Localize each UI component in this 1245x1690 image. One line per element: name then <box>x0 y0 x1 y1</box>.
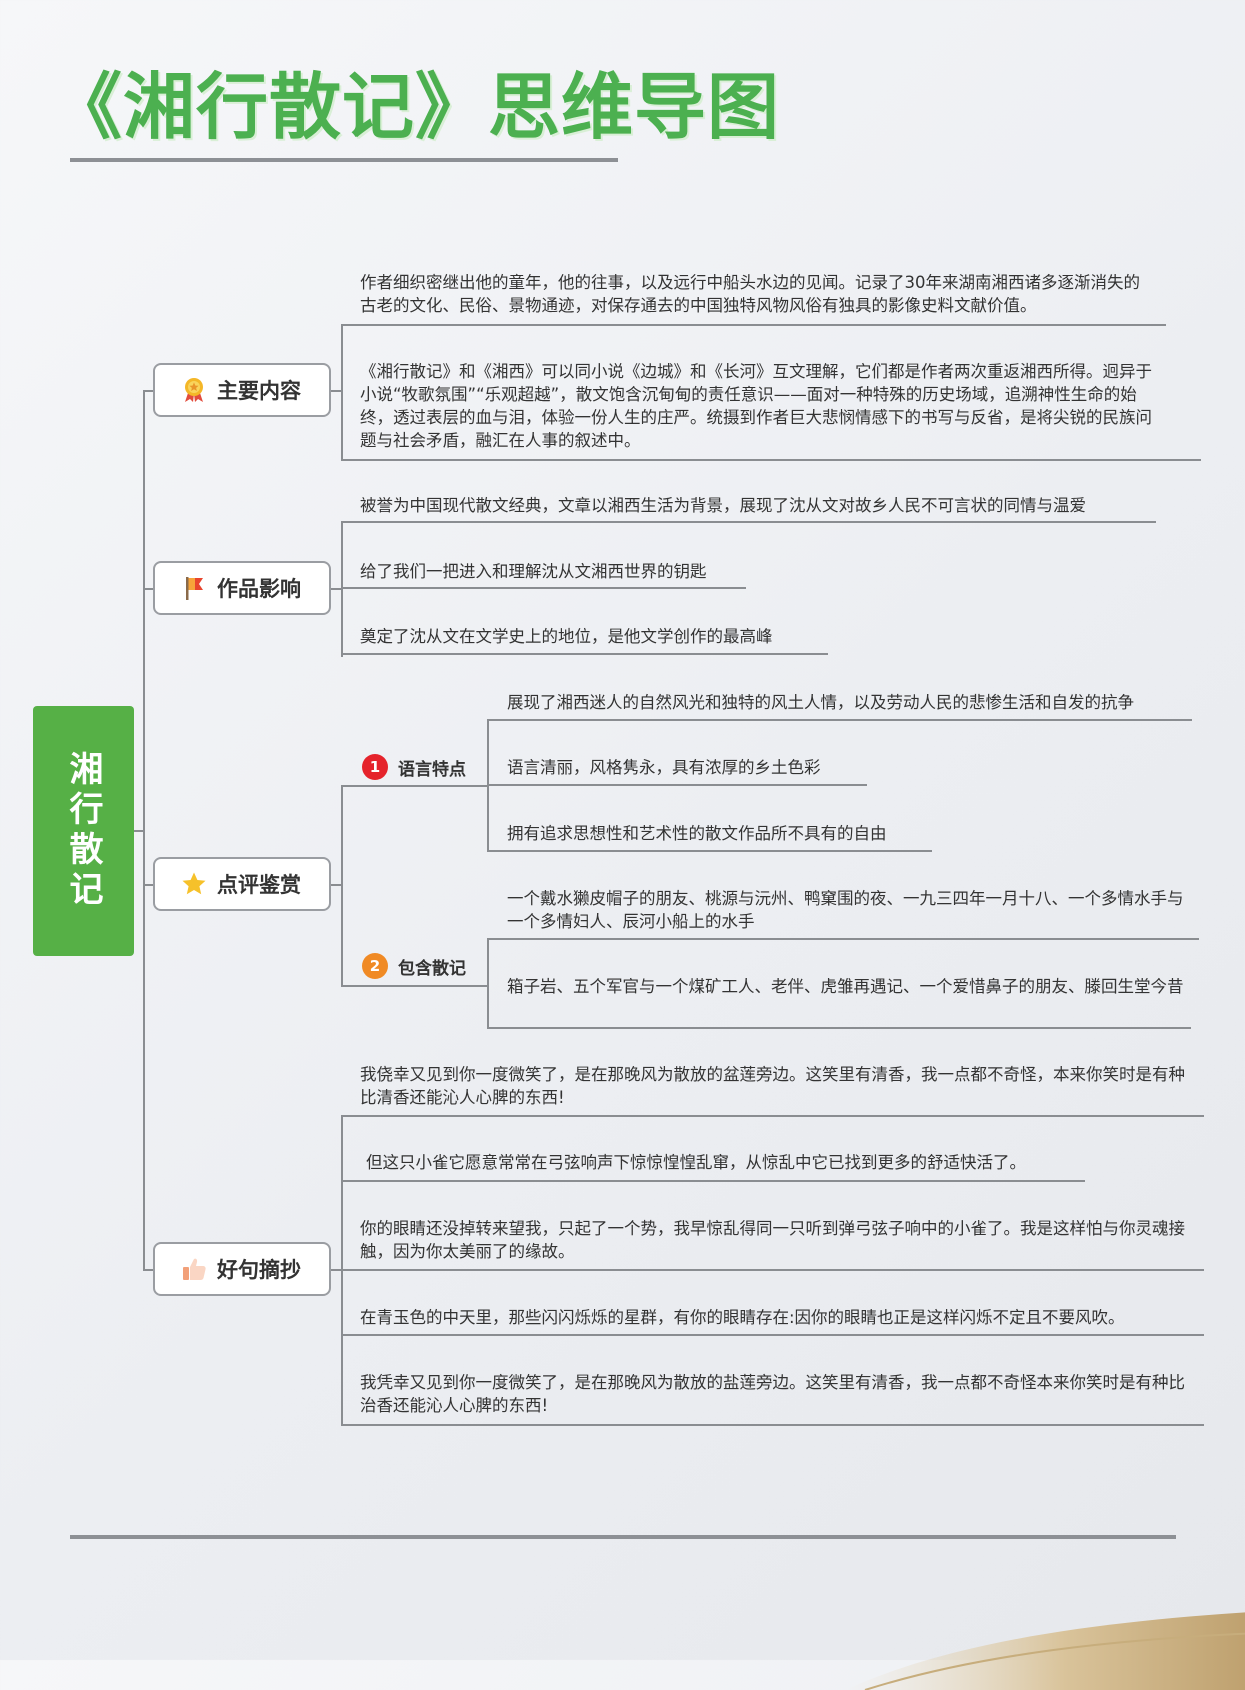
leaf-text: 但这只小雀它愿意常常在弓弦响声下惊惊惶惶乱窜，从惊乱中它已找到更多的舒适快活了。 <box>366 1153 1026 1172</box>
sub-underline <box>341 785 488 787</box>
leaf-text: 语言清丽，风格隽永，具有浓厚的乡土色彩 <box>507 758 821 777</box>
book-page-decoration <box>845 1612 1245 1690</box>
leaf-underline <box>487 938 1199 940</box>
number-badge: 2 <box>362 953 388 979</box>
branch2-out <box>331 588 343 590</box>
leaf-text: 拥有追求思想性和艺术性的散文作品所不具有的自由 <box>507 824 887 843</box>
leaf-text: 在青玉色的中天里，那些闪闪烁烁的星群，有你的眼睛存在:因你的眼睛也正是这样闪烁不… <box>360 1308 1125 1327</box>
trunk-branch-1 <box>143 390 155 392</box>
sub-node-language: 1 语言特点 <box>362 754 466 780</box>
sub-underline <box>341 985 488 987</box>
leaf-text: 我凭幸又见到你一度微笑了，是在那晚风为散放的盐莲旁边。这笑里有清香，我一点都不奇… <box>360 1373 1185 1415</box>
branch-quotes: 好句摘抄 <box>153 1242 331 1296</box>
trunk-branch-3 <box>143 884 155 886</box>
leaf-underline <box>341 459 1201 461</box>
trunk-branch-2 <box>143 588 155 590</box>
trunk-line <box>143 390 145 1270</box>
root-node: 湘行散记 <box>33 706 134 956</box>
branch-label: 好句摘抄 <box>217 1258 301 1282</box>
leaf-underline <box>341 324 1166 326</box>
leaf-text: 展现了湘西迷人的自然风光和独特的风土人情，以及劳动人民的悲惨生活和自发的抗争 <box>507 693 1134 712</box>
branch2-spine <box>341 522 343 657</box>
leaf-underline <box>341 653 828 655</box>
leaf-text: 奠定了沈从文在文学史上的地位，是他文学创作的最高峰 <box>360 627 773 646</box>
sub2-spine <box>487 939 489 1029</box>
leaf-underline <box>487 784 867 786</box>
branch4-spine <box>341 1116 343 1426</box>
leaf-underline <box>341 1334 1204 1336</box>
sub-label: 语言特点 <box>398 759 466 780</box>
flag-icon <box>181 575 207 601</box>
branch-review: 点评鉴赏 <box>153 857 331 911</box>
leaf-text: 作者细织密继出他的童年，他的往事，以及远行中船头水边的见闻。记录了30年来湖南湘… <box>360 273 1140 315</box>
leaf-underline <box>341 587 746 589</box>
medal-icon <box>181 377 207 403</box>
leaf-text: 箱子岩、五个军官与一个煤矿工人、老伴、虎雏再遇记、一个爱惜鼻子的朋友、滕回生堂今… <box>507 977 1184 996</box>
branch4-out <box>331 1269 343 1271</box>
leaf-underline <box>341 1424 1204 1426</box>
leaf-underline <box>341 1269 1204 1271</box>
branch1-spine <box>341 325 343 461</box>
leaf-text: 被誉为中国现代散文经典，文章以湘西生活为背景，展现了沈从文对故乡人民不可言状的同… <box>360 496 1086 515</box>
bottom-rule <box>70 1535 1176 1539</box>
leaf-underline <box>487 1027 1191 1029</box>
branch-label: 点评鉴赏 <box>217 873 301 897</box>
root-connector <box>134 830 144 832</box>
title-underline <box>70 158 618 162</box>
trunk-branch-4 <box>143 1269 155 1271</box>
branch3-out <box>331 884 343 886</box>
leaf-text: 你的眼睛还没掉转来望我，只起了一个势，我早惊乱得同一只听到弹弓弦子响中的小雀了。… <box>360 1219 1185 1261</box>
leaf-text: 一个戴水獭皮帽子的朋友、桃源与沅州、鸭窠围的夜、一九三四年一月十八、一个多情水手… <box>507 889 1184 931</box>
branch3-spine <box>341 785 343 986</box>
branch-influence: 作品影响 <box>153 561 331 615</box>
leaf-underline <box>487 850 932 852</box>
sub-node-essays: 2 包含散记 <box>362 953 466 979</box>
star-icon <box>181 871 207 897</box>
leaf-underline <box>341 521 1156 523</box>
branch-label: 作品影响 <box>217 577 301 601</box>
leaf-underline <box>487 719 1192 721</box>
branch-main-content: 主要内容 <box>153 363 331 417</box>
branch-label: 主要内容 <box>217 379 301 403</box>
leaf-text: 给了我们一把进入和理解沈从文湘西世界的钥匙 <box>360 562 707 581</box>
leaf-underline <box>341 1115 1204 1117</box>
number-badge: 1 <box>362 754 388 780</box>
leaf-text: 我侥幸又见到你一度微笑了，是在那晚风为散放的盆莲旁边。这笑里有清香，我一点都不奇… <box>360 1065 1185 1107</box>
sub-label: 包含散记 <box>398 958 466 979</box>
page-title: 《湘行散记》思维导图 <box>50 65 781 149</box>
branch1-out <box>331 390 343 392</box>
leaf-text: 《湘行散记》和《湘西》可以同小说《边城》和《长河》互文理解，它们都是作者两次重返… <box>360 362 1152 450</box>
thumbs-up-icon <box>181 1256 207 1282</box>
leaf-underline <box>341 1180 1085 1182</box>
